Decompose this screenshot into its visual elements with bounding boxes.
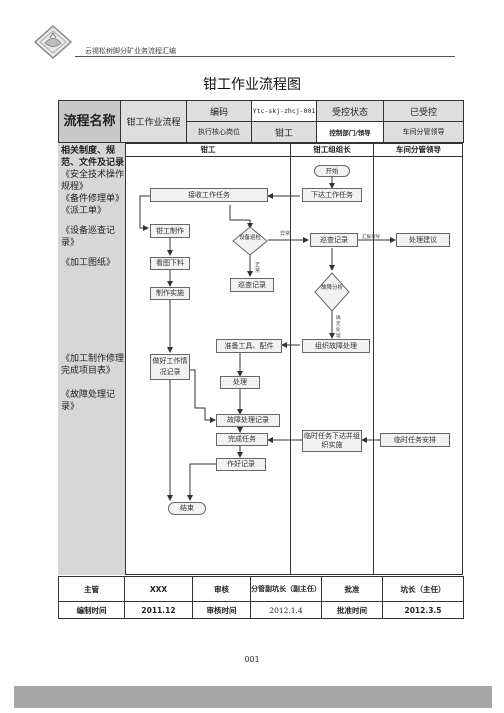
related-doc-item: 《派工单》 bbox=[61, 206, 107, 216]
prepare-tools-node: 准备工具、配件 bbox=[216, 339, 282, 353]
review-time-label: 审核时间 bbox=[192, 601, 251, 619]
related-doc-item: 《加工制作修理完成项目表》 bbox=[61, 354, 125, 376]
deputy-leader-label: 分管副坑长（副主任） bbox=[250, 576, 322, 602]
lane-header-team-leader: 钳工组组长 bbox=[291, 143, 374, 157]
page-number: 001 bbox=[244, 655, 260, 664]
control-status-label: 受控状态 bbox=[316, 100, 384, 122]
supervisor-value: XXX bbox=[124, 576, 193, 602]
control-dept-value: 车间分管领导 bbox=[383, 121, 464, 143]
end-node: 结束 bbox=[168, 502, 206, 515]
organize-fault-node: 组织故障处理 bbox=[302, 339, 370, 353]
review-label: 审核 bbox=[192, 576, 251, 602]
equipment-inspection-decision: 设备巡检 bbox=[232, 226, 268, 256]
header-divider bbox=[75, 56, 455, 57]
related-doc-item: 《备件修理单》 bbox=[61, 194, 125, 204]
start-node: 开始 bbox=[314, 165, 350, 177]
fault-analysis-decision: 故障分析 bbox=[314, 272, 350, 312]
process-name-value: 钳工作业流程 bbox=[120, 100, 187, 143]
fitter-make-node: 钳工制作 bbox=[150, 224, 190, 238]
complete-task-node: 完成任务 bbox=[216, 433, 268, 446]
handle-node: 处理 bbox=[220, 376, 260, 389]
handle-suggestion-node: 处理建议 bbox=[396, 233, 450, 247]
read-drawing-node: 看图下料 bbox=[150, 257, 190, 270]
related-doc-item: 《安全技术操作规程》 bbox=[61, 170, 125, 192]
compile-time-value: 2011.12 bbox=[124, 601, 193, 619]
lane-header-fitter: 钳工 bbox=[126, 143, 291, 157]
make-implement-node: 制作实施 bbox=[150, 287, 190, 300]
fault-record-node: 故障处理记录 bbox=[216, 414, 280, 427]
company-logo bbox=[33, 24, 73, 60]
related-doc-item: 《故障处理记录》 bbox=[61, 390, 116, 412]
report-to-leader-label: 汇报领导 bbox=[362, 235, 380, 240]
temp-task-org-node: 临时任务下达并组织实施 bbox=[302, 430, 362, 452]
confirm-handle-label: 确定处理 bbox=[336, 316, 341, 339]
process-name-label: 流程名称 bbox=[58, 100, 121, 143]
issue-task-node: 下达工作任务 bbox=[302, 188, 362, 202]
page-title: 钳工作业流程图 bbox=[203, 77, 301, 93]
lane-fitter bbox=[126, 157, 291, 575]
inspection-record-node: 巡查记录 bbox=[310, 233, 358, 247]
bottom-bar bbox=[14, 686, 492, 708]
related-doc-item: 《设备巡查记录》 bbox=[61, 226, 116, 248]
mine-leader-label: 坑长（主任） bbox=[382, 576, 464, 602]
company-header: 云锡松树脚分矿业务流程汇编 bbox=[85, 47, 176, 55]
related-doc-item: 《加工图纸》 bbox=[61, 258, 116, 268]
normal-label: 正常 bbox=[255, 262, 261, 274]
approval-table: 主管 XXX 审核 分管副坑长（副主任） 批准 坑长（主任） 编制时间 2011… bbox=[58, 576, 464, 619]
temp-task-arrange-node: 临时任务安排 bbox=[380, 433, 450, 447]
related-docs-column bbox=[58, 143, 126, 575]
approve-time-value: 2012.3.5 bbox=[382, 601, 464, 619]
receive-task-node: 接收工作任务 bbox=[150, 188, 268, 202]
approve-label: 批准 bbox=[321, 576, 383, 602]
control-dept-label: 控制部门/领导 bbox=[316, 121, 384, 143]
abnormal-label: 异常 bbox=[280, 231, 291, 237]
meta-table: 流程名称 钳工作业流程 编码 Ytc-skj-zhcj-001 受控状态 已受控… bbox=[58, 100, 464, 143]
related-docs-heading: 相关制度、规范、文件及记录 bbox=[61, 146, 125, 168]
review-time-value: 2012.1.4 bbox=[250, 601, 322, 619]
work-record-node: 做好工作情况记录 bbox=[150, 354, 190, 380]
related-docs-list: 相关制度、规范、文件及记录《安全技术操作规程》 《备件修理单》 《派工单》 《设… bbox=[61, 145, 125, 413]
lane-team-leader bbox=[291, 157, 374, 575]
supervisor-label: 主管 bbox=[58, 576, 125, 602]
compile-time-label: 编制时间 bbox=[58, 601, 125, 619]
patrol-record-node: 巡查记录 bbox=[230, 278, 274, 292]
record-work-node: 作好记录 bbox=[216, 458, 266, 471]
exec-post-value: 钳工 bbox=[251, 121, 317, 143]
lane-header-workshop-leader: 车间分管领导 bbox=[374, 143, 463, 157]
control-status-value: 已受控 bbox=[383, 100, 464, 122]
approve-time-label: 批准时间 bbox=[321, 601, 383, 619]
